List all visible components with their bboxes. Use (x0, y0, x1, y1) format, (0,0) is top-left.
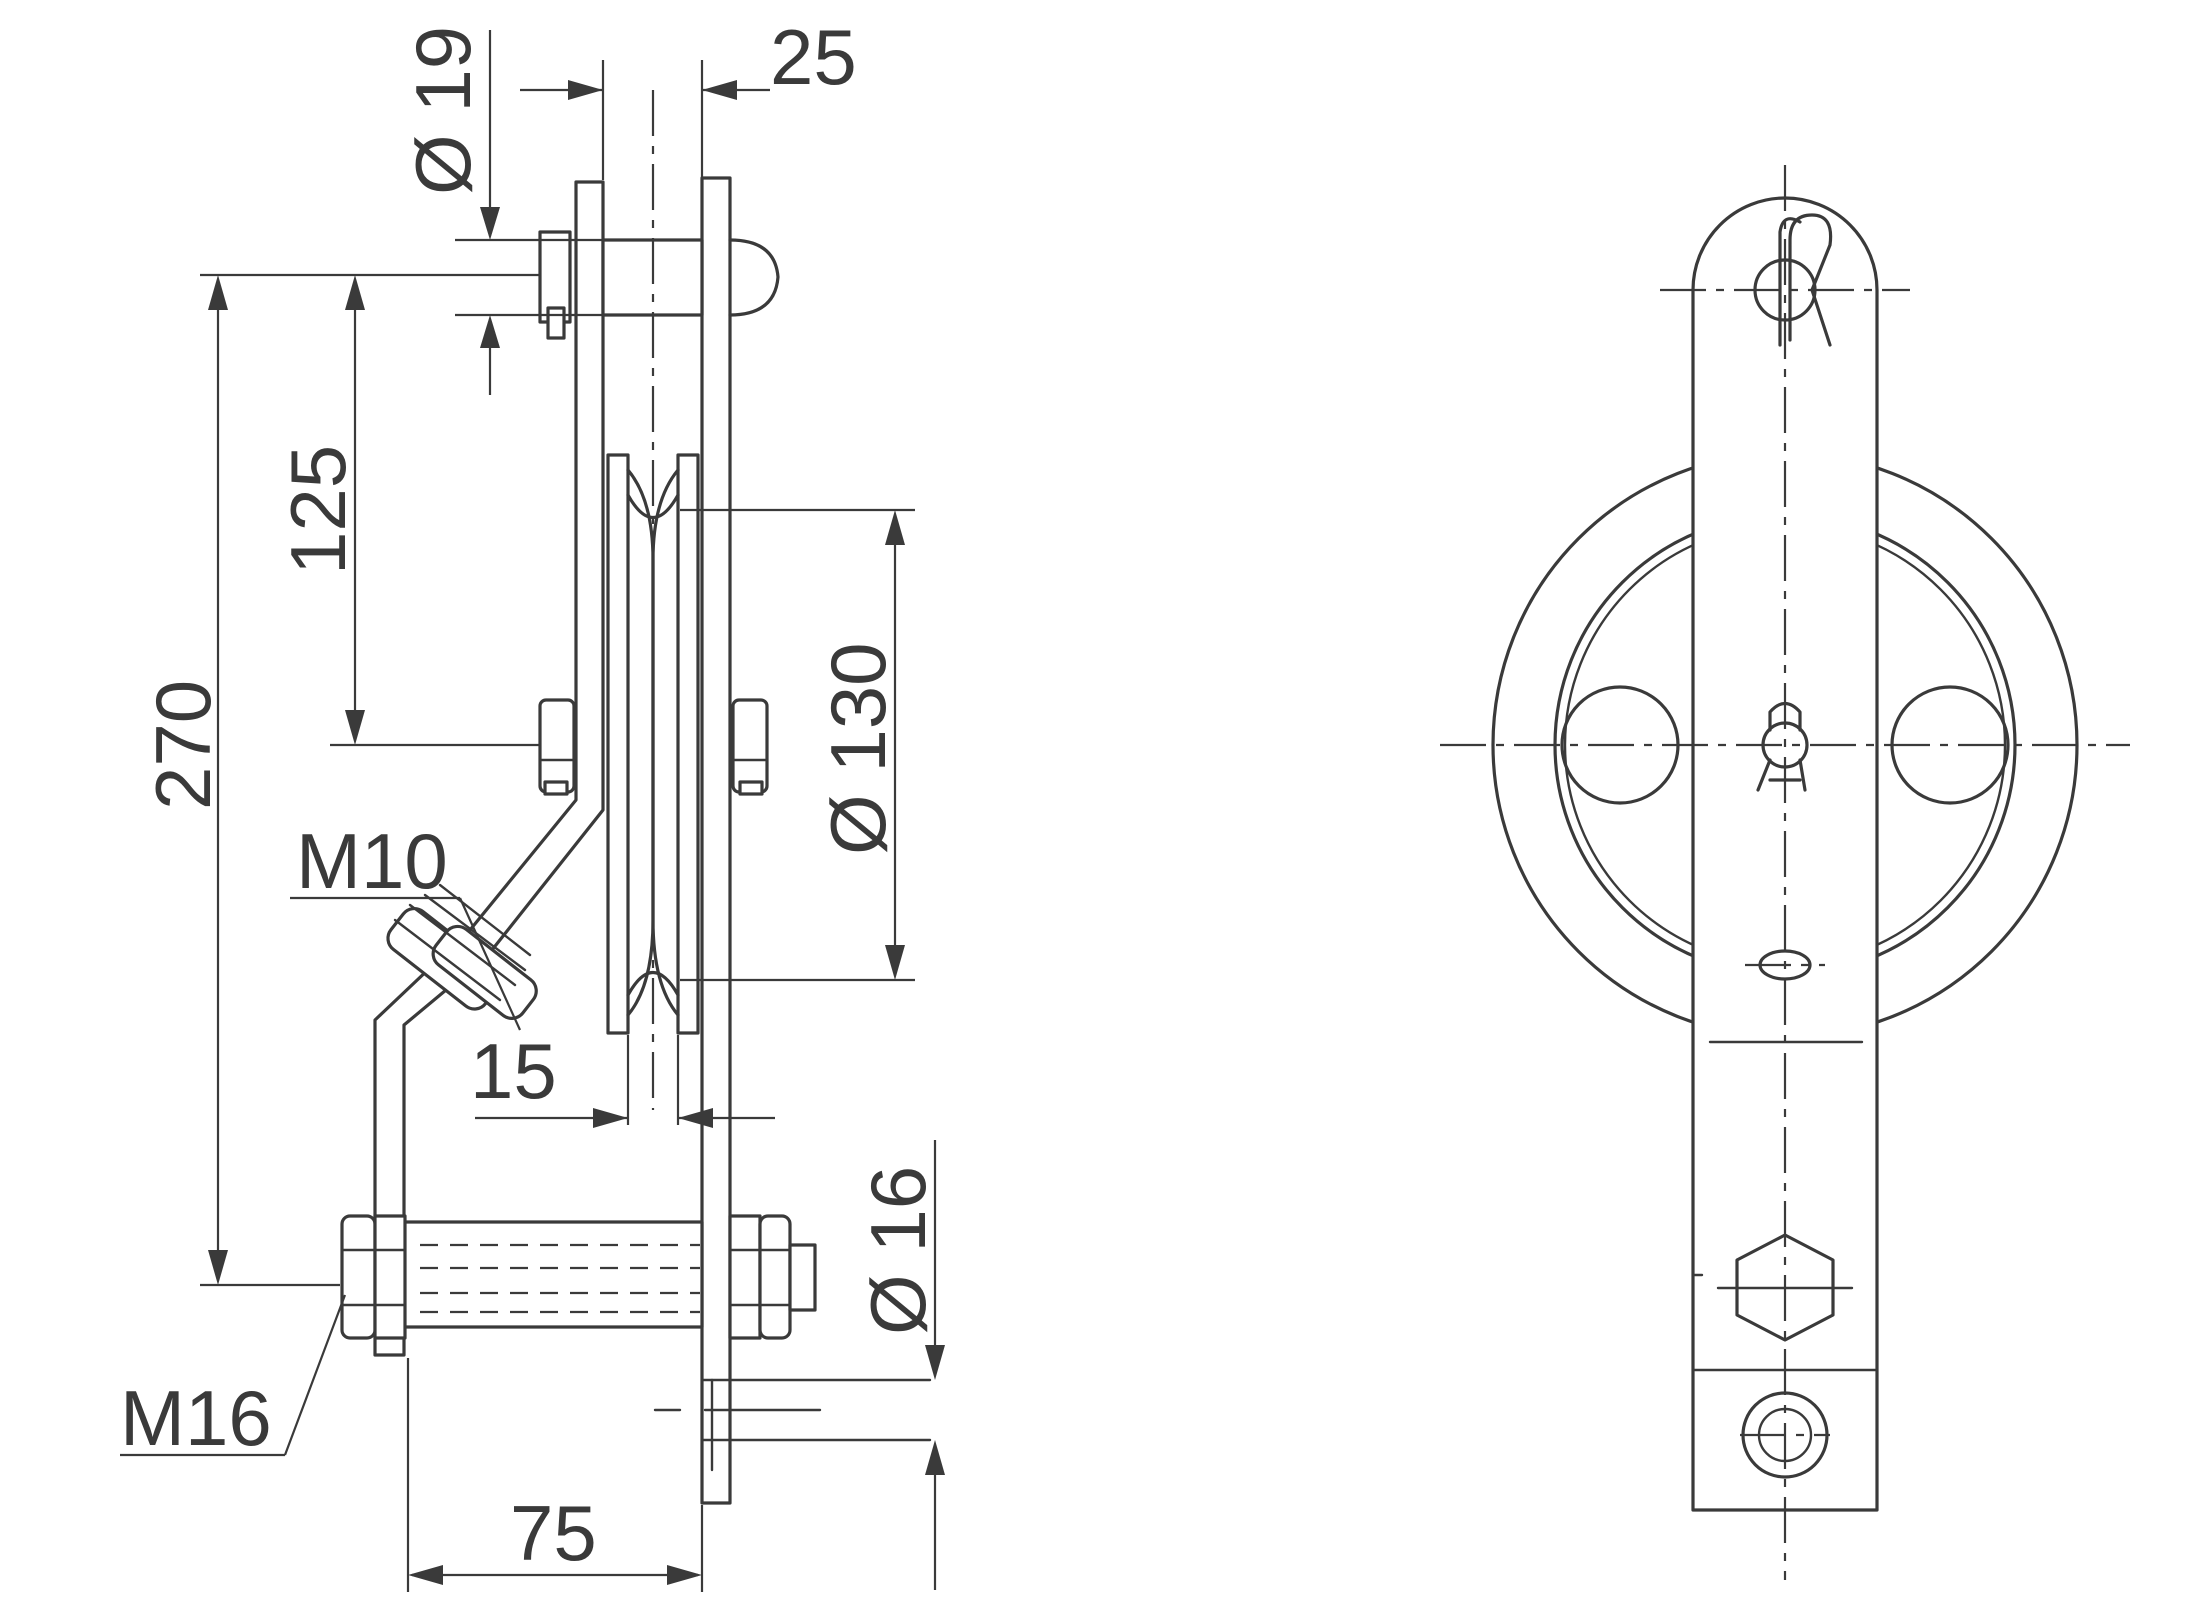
dim-d130-label: Ø 130 (814, 643, 902, 855)
dim-d130: Ø 130 (680, 508, 915, 982)
left-side-plate (373, 180, 605, 1357)
dim-15: 15 (470, 1027, 775, 1128)
dim-270: 270 (139, 275, 228, 1285)
dim-125: 125 (274, 275, 365, 745)
m16-label: M16 (120, 1374, 272, 1462)
dim-d19-label: Ø 19 (399, 26, 487, 195)
dim-d16-label: Ø 16 (854, 1166, 942, 1335)
dim-75-label: 75 (510, 1489, 597, 1577)
m10-label: M10 (296, 817, 448, 905)
dim-15-label: 15 (470, 1027, 557, 1115)
leader-m10: M10 (290, 817, 522, 1031)
dim-d16: Ø 16 (854, 1140, 945, 1590)
bottom-hole-pin (653, 1378, 932, 1472)
dim-25: 25 (520, 13, 857, 180)
dim-d19: Ø 19 (399, 26, 620, 395)
dim-75: 75 (406, 1358, 704, 1592)
dim-270-label: 270 (139, 680, 227, 810)
m10-bolt (386, 883, 538, 1020)
dim-125-label: 125 (274, 445, 362, 575)
sheave-axle-nuts (538, 698, 769, 796)
right-side-plate (700, 176, 732, 1505)
front-view (1440, 165, 2130, 1580)
side-view: Ø 19 25 270 125 (120, 13, 945, 1592)
dim-25-label: 25 (770, 13, 857, 101)
leader-m16: M16 (120, 1294, 347, 1462)
bottom-m16-bolt (340, 1214, 817, 1340)
